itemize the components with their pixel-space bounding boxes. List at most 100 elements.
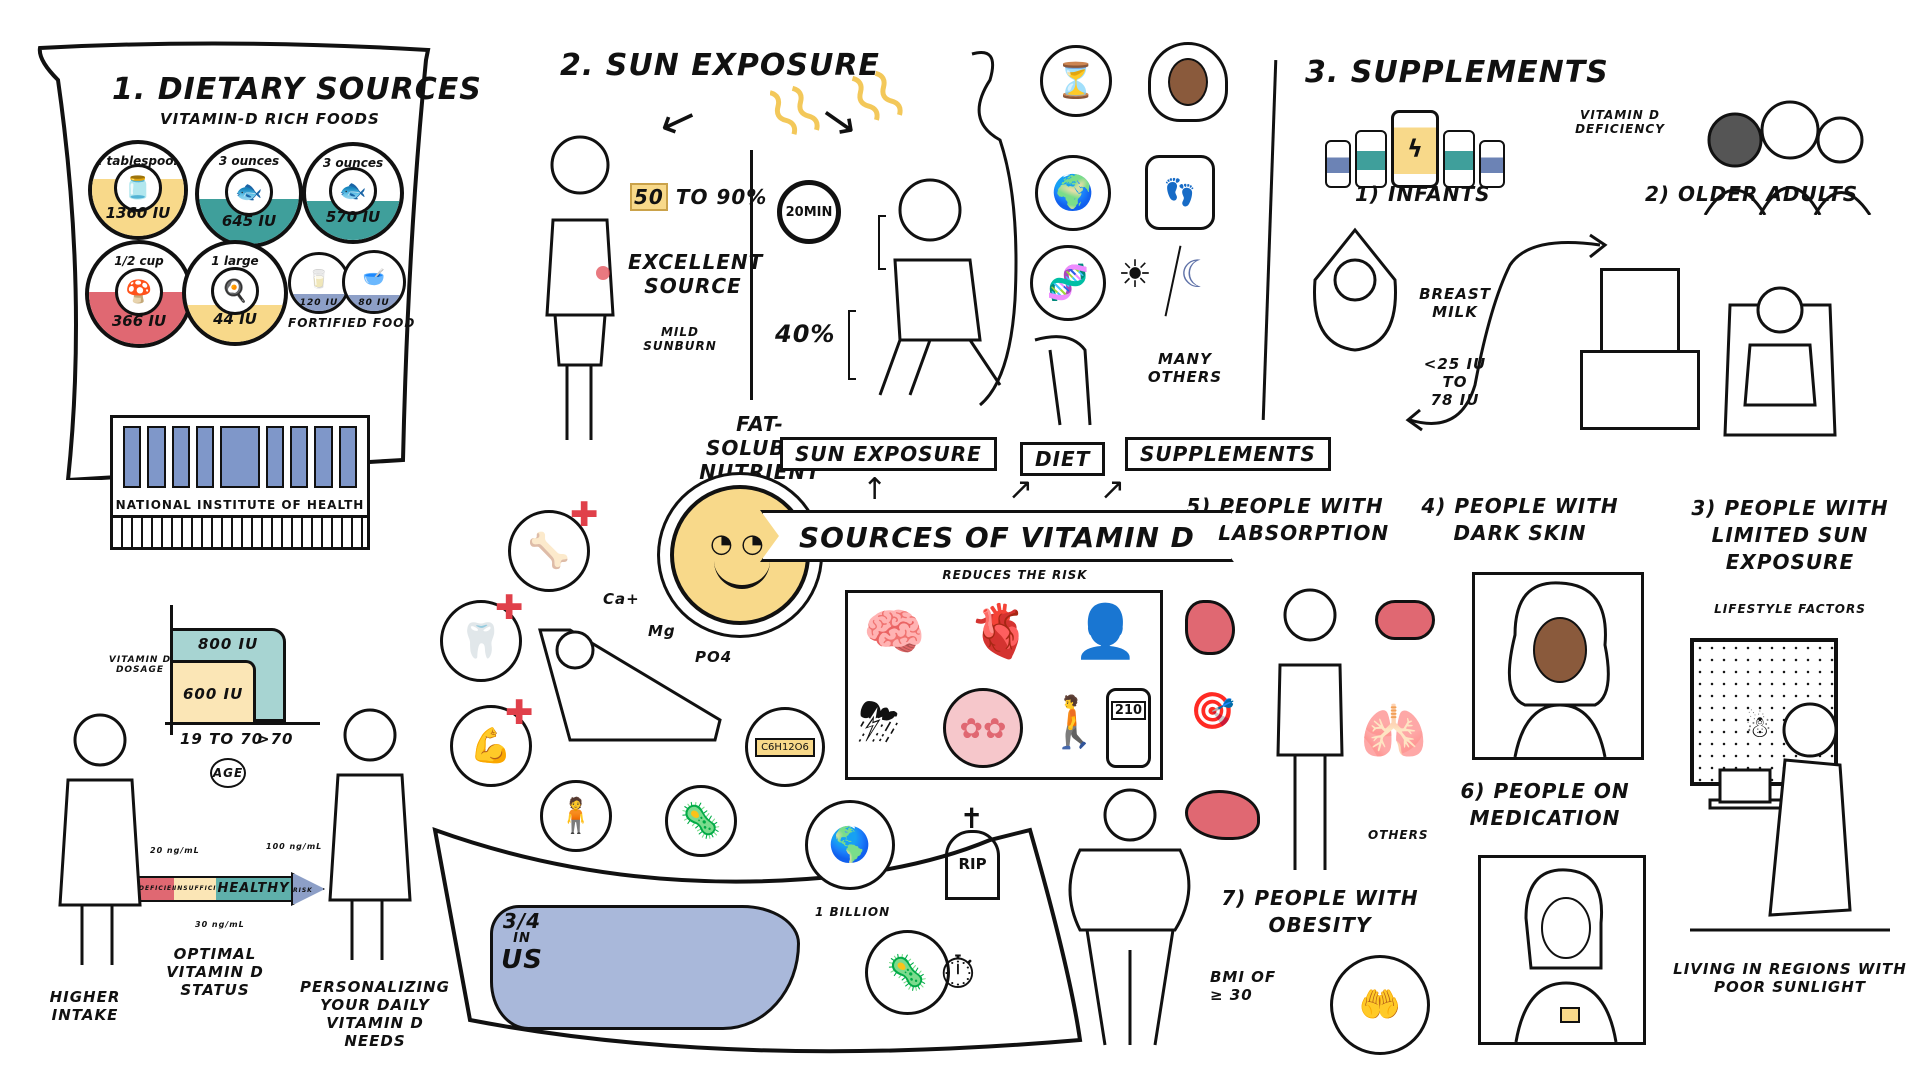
dietary-subtitle: VITAMIN-D RICH FOODS: [160, 110, 380, 128]
food-circle-cereal: 🥣 80 IU: [342, 250, 406, 314]
swaddled-infant-icon: [1313, 227, 1397, 352]
x-axis: [165, 722, 320, 725]
reduces-risk-label: REDUCES THE RISK: [942, 568, 1088, 582]
arrow-up-right-icon: ↗: [1100, 472, 1126, 507]
fish-icon: 🐟: [225, 168, 273, 216]
group-older-adults: 2) OLDER ADULTS: [1645, 182, 1859, 206]
bracket: [878, 215, 886, 270]
us-fraction-label: 3/4 IN US: [501, 909, 543, 976]
arrow-up-right-icon: ↗: [1008, 472, 1034, 507]
people-group-icon: [1703, 100, 1872, 215]
lifestyle-factors-label: LIFESTYLE FACTORS: [1714, 602, 1866, 616]
branch-sun-exposure[interactable]: SUN EXPOSURE: [780, 437, 997, 471]
red-cross-icon: ✚: [570, 495, 599, 535]
food-circle-mushroom: 1/2 cup 🍄 366 IU: [85, 240, 193, 348]
sunbather-lounger-illustration: [538, 628, 722, 742]
supplements-title: 3. SUPPLEMENTS: [1305, 55, 1609, 90]
woman-taking-pill-icon: [1514, 868, 1618, 1043]
cross-icon: ✝: [960, 802, 984, 835]
marker-30: 30 ng/mL: [195, 920, 245, 929]
obese-man-illustration: [1068, 788, 1191, 1046]
wavy-divider-icon: [971, 51, 1018, 407]
supplement-bottles-icon: ϟ: [1325, 110, 1505, 188]
bmi-label: BMI OF ≥ 30: [1210, 968, 1277, 1004]
brain-target-icon: 🧠: [863, 603, 926, 661]
knee-joint-icon: 🦴: [508, 510, 590, 592]
intestine-target-icon: 🎯: [1190, 691, 1235, 732]
y-axis: [170, 605, 173, 735]
food-circle-salmon: 3 ounces 🐟 570 IU: [302, 142, 404, 244]
sources-of-vitamin-d-banner: SOURCES OF VITAMIN D: [760, 510, 1234, 562]
nih-building-label: NATIONAL INSTITUTE OF HEALTH: [115, 498, 365, 512]
cancer-cells-icon: ✿✿: [943, 688, 1023, 768]
muscle-icon: 💪: [450, 705, 532, 787]
group-infants: 1) INFANTS: [1355, 182, 1491, 206]
dietary-title: 1. DIETARY SOURCES: [112, 72, 482, 107]
head-storm-icon: ⛈: [858, 693, 900, 753]
heart-care-hands-icon: 🤲: [1330, 955, 1430, 1055]
mushroom-icon: 🍄: [115, 268, 163, 316]
risk-icons-panel: 🧠 🫀 👤 ⛈ ✿✿ 🚶 210: [845, 590, 1163, 780]
heart-stopwatch-icon: ⏱: [940, 945, 976, 999]
status-caption: OPTIMAL VITAMIN D STATUS: [166, 945, 264, 999]
sunburned-boy-illustration: [545, 135, 615, 440]
age-label: AGE: [210, 758, 246, 788]
dark-skin-woman-icon: [1148, 42, 1228, 122]
egg-icon: 🍳: [211, 267, 259, 315]
mineral-phosphate: PO4: [695, 648, 733, 666]
arrow-down-icon: ↙: [652, 90, 705, 151]
vitamin-d-deficiency-label: VITAMIN D DEFICIENCY: [1575, 108, 1665, 136]
status-bar: DEFICIENCY INSUFFICIENT HEALTHY: [137, 876, 293, 902]
glucose-molecule-icon: C6H12O6: [745, 707, 825, 787]
x-tick-over-70: >70: [257, 730, 294, 748]
red-cross-icon: ✚: [495, 588, 524, 628]
x-tick-19-to-70: 19 to 70: [180, 730, 264, 748]
heart-icon: 🫀: [968, 602, 1033, 662]
curved-arrow-icon: [1405, 233, 1608, 432]
sun-rays-icon: [770, 70, 903, 135]
sitting-boy-illustration: [878, 178, 1002, 396]
scroll-border-icon: [432, 826, 1083, 1054]
arrow-up-icon: ↑: [862, 472, 888, 507]
gravestone-icon: RIP: [945, 830, 1000, 900]
lungs-icon: 🫁: [1360, 700, 1428, 763]
dark-skin-woman-icon: [1507, 581, 1610, 758]
globe-location-icon: 🌍: [1035, 155, 1111, 231]
mineral-calcium: Ca+: [603, 590, 640, 608]
globe-south-america-icon: 🌎: [805, 800, 895, 890]
percent-range: 50 to 90%: [630, 183, 767, 211]
group-medication: 6) PEOPLE ON MEDICATION: [1460, 779, 1630, 830]
marker-20: 20 ng/mL: [150, 846, 200, 855]
group-malabsorption: 5) PEOPLE WITH MALABSORPTION: [1180, 494, 1390, 545]
excellent-source-label: EXCELLENT SOURCE: [628, 250, 764, 298]
hourglass-cycle-icon: ⏳: [1040, 45, 1112, 117]
dna-molecule-icon: 🧬: [1030, 245, 1106, 321]
woman-at-laptop-icon: [1690, 702, 1890, 932]
milk-carton-icon: 🥛: [307, 269, 331, 290]
personalizing-label: PERSONALIZING YOUR DAILY VITAMIN D NEEDS: [300, 978, 450, 1050]
fish-icon: 🐟: [329, 167, 377, 215]
group-dark-skin: 4) PEOPLE WITH DARK SKIN: [1421, 494, 1619, 545]
cells-icon: 🦠: [665, 785, 737, 857]
bracket: [848, 310, 856, 380]
branch-diet[interactable]: DIET: [1020, 442, 1106, 476]
mild-sunburn-label: MILD SUNBURN: [643, 325, 717, 353]
branch-supplements[interactable]: SUPPLEMENTS: [1125, 437, 1331, 471]
many-others-label: MANY OTHERS: [1147, 350, 1223, 386]
divider: [1164, 245, 1182, 317]
stomach-icon: [1185, 600, 1235, 655]
joint-pain-figure-icon: 🚶: [1043, 693, 1106, 751]
food-circle-trout: 3 ounces 🐟 645 IU: [195, 140, 303, 248]
one-billion-label: 1 BILLION: [815, 905, 891, 919]
divider: [750, 150, 753, 400]
legs-icon: [1034, 335, 1092, 426]
red-cross-icon: ✚: [505, 693, 534, 733]
doctor-glasses-illustration: [58, 713, 142, 965]
elderly-woman-armchair-icon: [1723, 286, 1837, 437]
bathroom-scale-icon: 👣: [1145, 155, 1215, 230]
food-circle-cod-liver-oil: 1 tablespoon 🫙 1360 IU: [88, 140, 188, 240]
immune-person-icon: 🧍: [540, 780, 612, 852]
body-percent-label: 40%: [775, 320, 836, 348]
woman-taking-pill-panel: [1478, 855, 1646, 1045]
doctor-pointing-illustration: [328, 708, 412, 960]
